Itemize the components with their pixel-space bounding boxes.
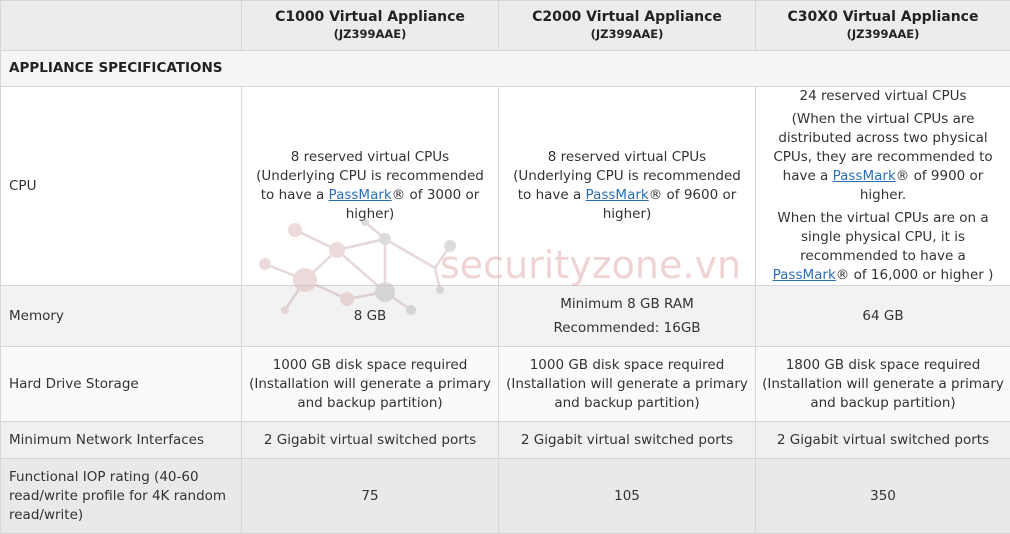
- header-c1000: C1000 Virtual Appliance(JZ399AAE): [242, 1, 499, 51]
- cpu-c2000: 8 reserved virtual CPUs(Underlying CPU i…: [499, 87, 756, 286]
- passmark-link[interactable]: PassMark: [833, 168, 896, 184]
- header-c2000: C2000 Virtual Appliance(JZ399AAE): [499, 1, 756, 51]
- cpu-c1000: 8 reserved virtual CPUs(Underlying CPU i…: [242, 87, 499, 286]
- header-row: C1000 Virtual Appliance(JZ399AAE) C2000 …: [1, 1, 1010, 51]
- passmark-link[interactable]: PassMark: [586, 187, 649, 203]
- row-storage: Hard Drive Storage 1000 GB disk space re…: [1, 347, 1010, 422]
- header-empty: [1, 1, 242, 51]
- passmark-link[interactable]: PassMark: [329, 187, 392, 203]
- row-network: Minimum Network Interfaces 2 Gigabit vir…: [1, 422, 1010, 459]
- header-c30x0: C30X0 Virtual Appliance(JZ399AAE): [756, 1, 1010, 51]
- row-cpu: CPU 8 reserved virtual CPUs(Underlying C…: [1, 87, 1010, 286]
- row-iop: Functional IOP rating (40-60 read/write …: [1, 459, 1010, 534]
- section-row: APPLIANCE SPECIFICATIONS: [1, 51, 1010, 87]
- passmark-link[interactable]: PassMark: [773, 267, 836, 283]
- cpu-c30x0: 24 reserved virtual CPUs (When the virtu…: [756, 87, 1010, 286]
